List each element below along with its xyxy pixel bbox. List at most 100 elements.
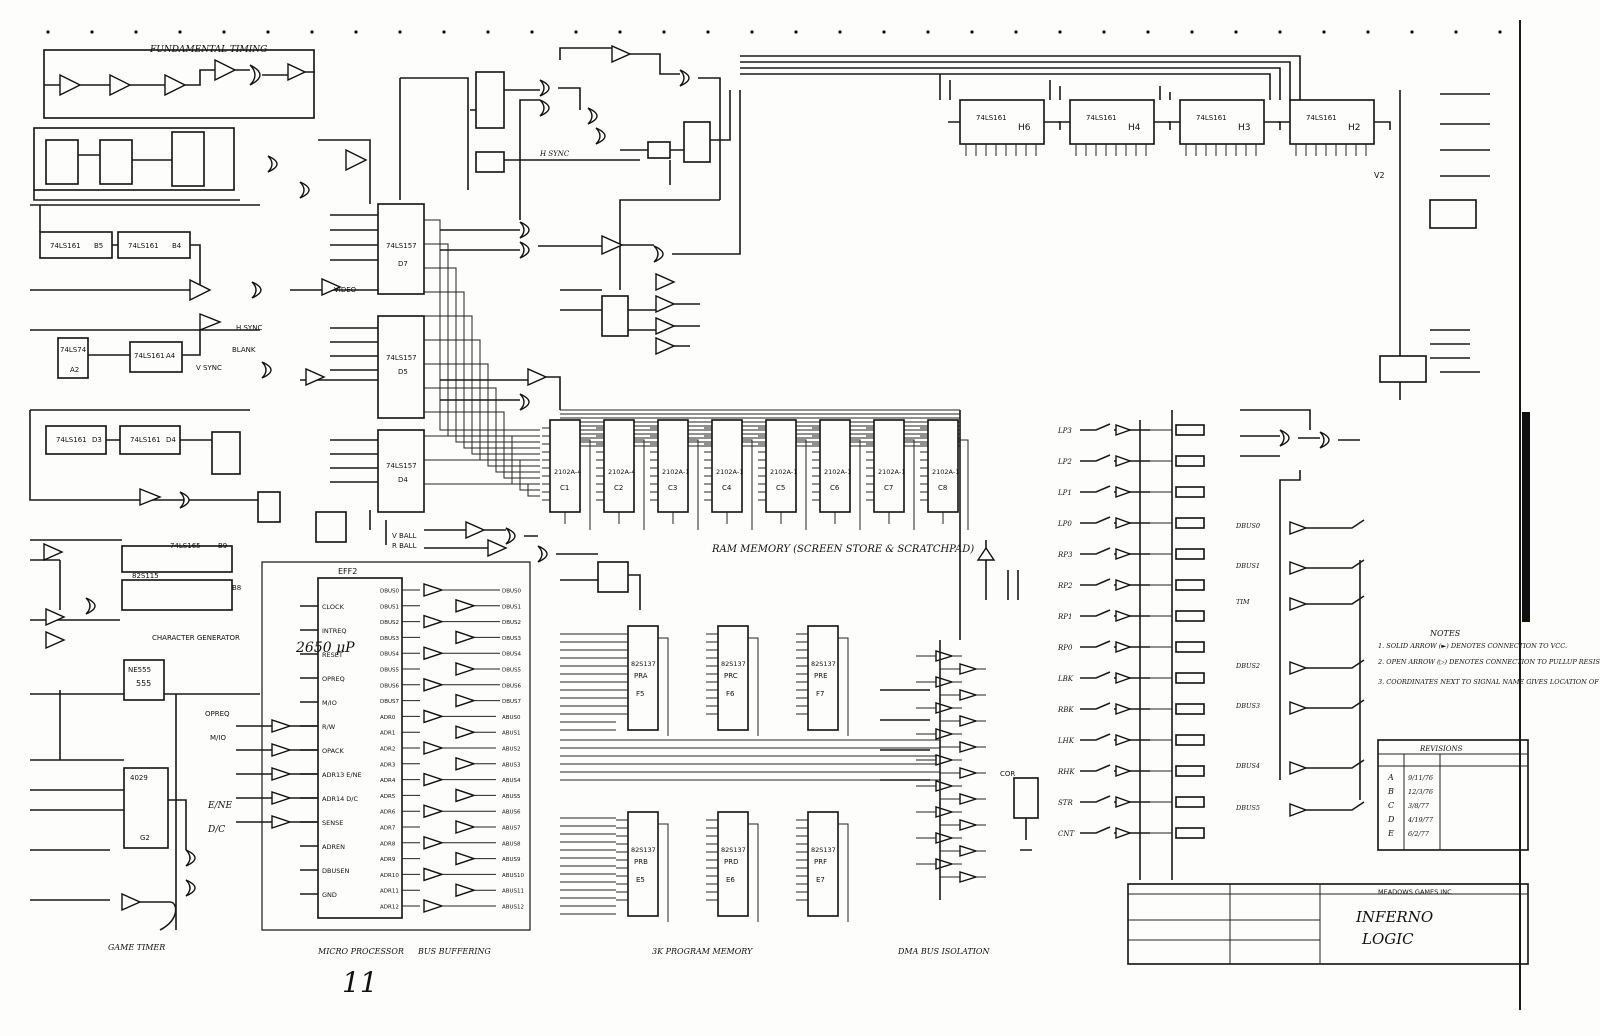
switch-buffer [1115, 641, 1133, 653]
bus-buffer [455, 883, 477, 898]
title-block: MEADOWS GAMES INC INFERNO LOGIC [1127, 883, 1529, 965]
revision-letter: D [1387, 815, 1395, 824]
rom-chip-ref: E6 [726, 876, 735, 884]
rom-chip-ref: F6 [726, 690, 735, 698]
ram-chip [711, 419, 743, 513]
coordinate-tick [750, 30, 754, 34]
buffer-signal-label: DBUS3 [502, 636, 522, 642]
h-sync-label: H SYNC [236, 324, 262, 332]
dma-buffer [935, 728, 955, 740]
ram-data-line [942, 439, 969, 530]
notes-heading: NOTES [1429, 629, 1461, 638]
ram-chip [657, 419, 689, 513]
dma-buffer [959, 793, 979, 805]
switch-buffer [1115, 424, 1133, 436]
bus-buffer [455, 788, 477, 803]
buffer-signal-label: DBUS1 [502, 604, 521, 610]
ram-chip-part: 2102A-1 [824, 468, 851, 476]
buffer-signal-label: ABUS12 [502, 905, 524, 911]
cpu-pin-right-label: ADR2 [380, 747, 395, 753]
connector-pin [1175, 641, 1205, 653]
connector-pin [1175, 672, 1205, 684]
ram-chip-part: 2102A-1 [716, 468, 743, 476]
register-part: 74LS161 [1196, 114, 1227, 122]
switch-label: RP3 [1057, 551, 1073, 559]
rom-chip-part: 82S137 [631, 660, 656, 668]
coordinate-tick [222, 30, 226, 34]
rom-chip-label: PRA [634, 672, 648, 680]
sheet-number: 11 [342, 966, 378, 999]
buffer-signal-label: ABUS9 [502, 857, 521, 863]
bus-buffer [423, 899, 445, 913]
dbus-switch [1306, 699, 1365, 709]
top-center-logic: H SYNC [399, 44, 731, 290]
cpu-pin-right-label: ADR8 [380, 841, 396, 847]
cpu-pin-right-label: DBUS6 [380, 683, 400, 689]
note-1: 1. SOLID ARROW (►) DENOTES CONNECTION TO… [1378, 642, 1567, 650]
ram-control-logic [440, 90, 741, 411]
program-memory: 82S137PRAF582S137PRCF682S137PREF782S137P… [560, 625, 940, 922]
revision-letter: B [1387, 787, 1394, 796]
v-sync-label: V SYNC [196, 364, 222, 372]
rom-output [838, 823, 849, 922]
dma-buffer [935, 780, 955, 792]
mux-d4-ref: D4 [398, 476, 408, 484]
character-generator-label: CHARACTER GENERATOR [152, 634, 240, 642]
register-chip [959, 99, 1045, 145]
ram-chip-part: 2102A-1 [932, 468, 959, 476]
ram-chip-part: 2102A-1 [878, 468, 905, 476]
coordinate-tick [178, 30, 182, 34]
cpu-pin-right-label: ADR6 [380, 810, 396, 816]
connector-pin [1175, 455, 1205, 467]
cor-logic: COR [976, 540, 1039, 851]
switch-rail [1139, 410, 1173, 880]
revision-letter: C [1388, 801, 1394, 810]
connector-pin [1175, 827, 1205, 839]
switch-buffer [1115, 455, 1133, 467]
coordinate-tick [574, 30, 578, 34]
cpu-pin-right-label: ADR11 [380, 889, 399, 895]
dbus-buffer [1289, 700, 1308, 716]
dma-buffer [935, 650, 955, 662]
dbus-buffer [1289, 760, 1308, 776]
cpu-pin-right-label: ADR10 [380, 873, 399, 879]
ram-chip [873, 419, 905, 513]
coordinate-tick [90, 30, 94, 34]
cpu-pin-right-label: ADR3 [380, 762, 396, 768]
buffer-signal-label: ABUS1 [502, 731, 521, 737]
rom-chip-part: 82S137 [721, 846, 746, 854]
connector-pin [1175, 486, 1205, 498]
bus-buffer [455, 630, 477, 645]
dbus-switch [1306, 759, 1365, 769]
coordinate-tick [662, 30, 666, 34]
chip-b9-ref: B9 [218, 542, 227, 550]
ram-chip [549, 419, 581, 513]
ram-chip-ref: C4 [722, 484, 732, 492]
chip-d4-part: 74LS161 [130, 436, 161, 444]
dbus-label: DBUS1 [1235, 562, 1260, 570]
m-io-left: M/IO [210, 734, 226, 742]
ram-chip-ref: C6 [830, 484, 840, 492]
timer-555-label: 555 [136, 679, 151, 688]
ram-chip-ref: C8 [938, 484, 947, 492]
buffer-signal-label: DBUS2 [502, 620, 521, 626]
control-buffer [271, 791, 293, 805]
e-ne-left: E/NE [207, 801, 232, 811]
ram-memory-label: RAM MEMORY (SCREEN STORE & SCRATCHPAD) [711, 544, 974, 555]
coordinate-tick [442, 30, 446, 34]
cpu-pin-right-label: DBUS5 [380, 668, 400, 674]
coordinate-tick [1454, 30, 1458, 34]
input-switches: LP3LP2LP1LP0RP3RP2RP1RP0LBKRBKLHKRHKSTRC… [1057, 410, 1205, 880]
control-buffer [271, 719, 293, 733]
dbus-switch [1306, 659, 1365, 669]
buffer-signal-label: ABUS3 [502, 762, 521, 768]
connector-pin [1175, 796, 1205, 808]
bus-buffer [455, 820, 477, 834]
switch-label: RP2 [1057, 582, 1073, 590]
coordinate-tick [970, 30, 974, 34]
chip-a2-part: 74LS74 [60, 346, 87, 354]
rom-chip-ref: E5 [636, 876, 645, 884]
cpu-part: EFF2 [338, 567, 357, 576]
switch-pullup [1150, 478, 1173, 493]
